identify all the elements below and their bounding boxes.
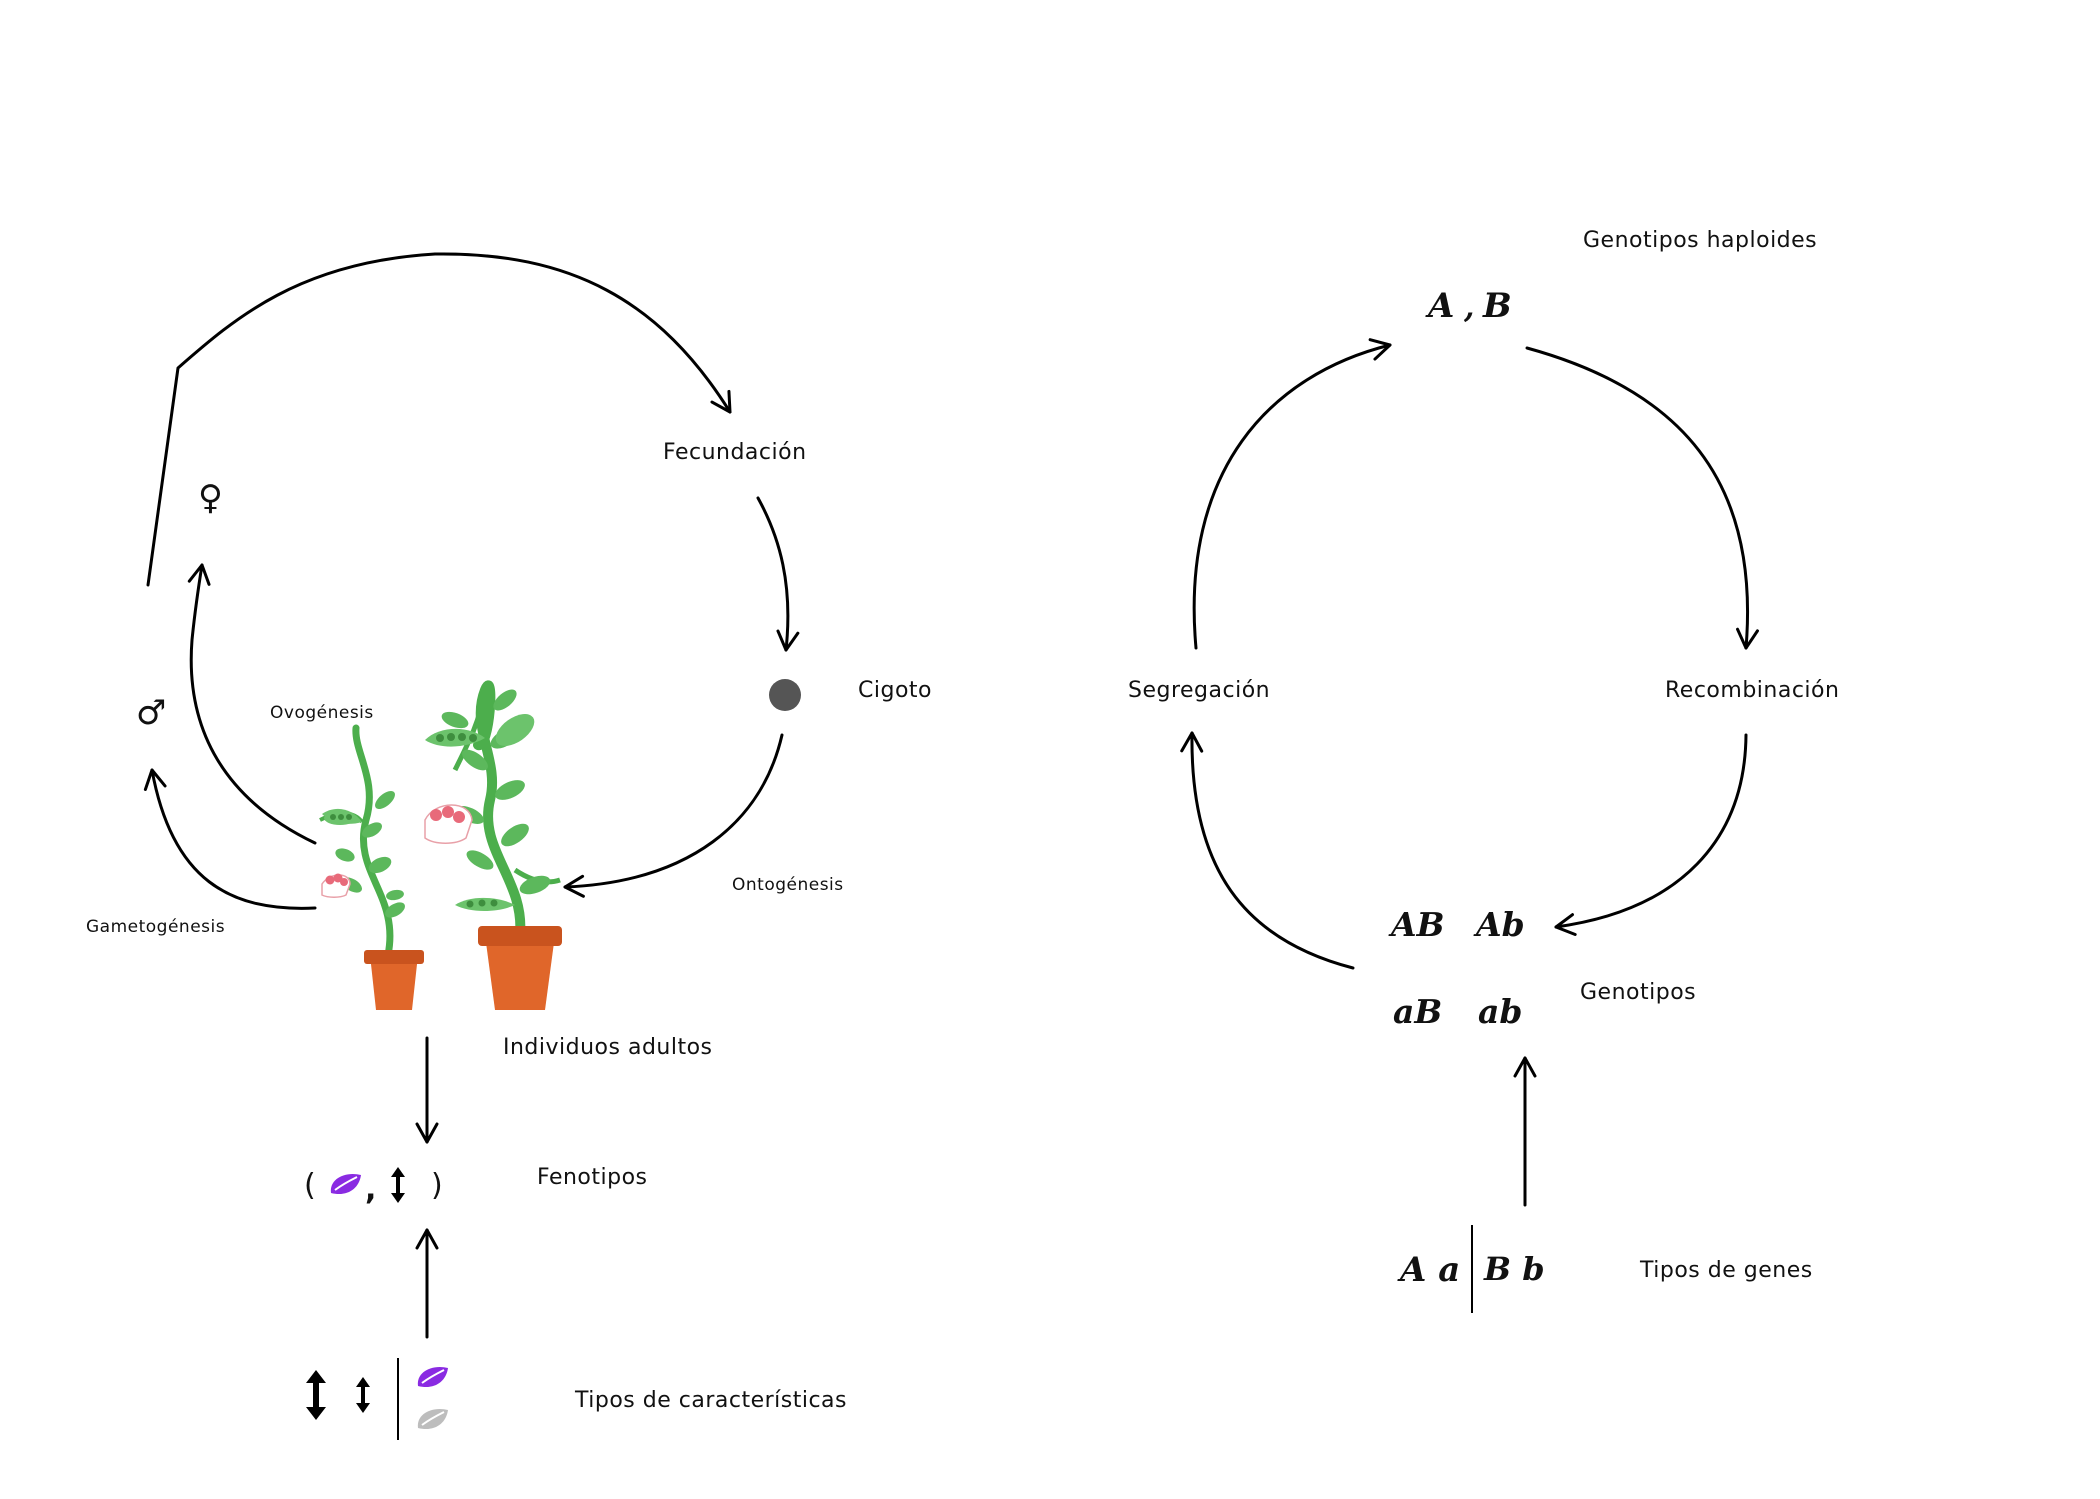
small-plant xyxy=(319,724,424,1010)
purple-seed-trait-icon xyxy=(416,1365,449,1389)
cigoto-label: Cigoto xyxy=(858,678,932,703)
tall-trait-icon xyxy=(306,1370,326,1420)
ontogenesis-label: Ontogénesis xyxy=(732,875,844,895)
arrow-recombinacion-to-genotypes xyxy=(1554,733,1748,936)
arrow-segregacion-to-haploid xyxy=(1192,338,1392,650)
arrow-fecundacion-to-cigoto xyxy=(756,496,800,652)
fenotipos-label: Fenotipos xyxy=(537,1165,648,1190)
arrow-ovogenesis xyxy=(187,563,317,845)
recombinacion-label: Recombinación xyxy=(1665,678,1840,703)
gametogenesis-label: Gametogénesis xyxy=(86,917,226,937)
grey-seed-trait-icon xyxy=(416,1407,449,1431)
haploid-B: B xyxy=(1483,286,1512,326)
tipos-genes-label: Tipos de genes xyxy=(1640,1258,1813,1283)
gene-types-B-b: B b xyxy=(1484,1250,1545,1288)
genotype-aB: aB xyxy=(1393,992,1443,1031)
fecundacion-label: Fecundación xyxy=(663,440,807,465)
short-trait-icon xyxy=(356,1377,370,1413)
genotype-AB: AB xyxy=(1391,905,1445,944)
female-symbol: ♀ xyxy=(198,478,223,518)
large-plant xyxy=(424,680,562,1010)
purple-seed-icon xyxy=(329,1172,362,1196)
arrow-cigoto-to-adults xyxy=(563,733,784,898)
phenotype-open-paren: ( xyxy=(304,1168,316,1203)
individuos-adultos-label: Individuos adultos xyxy=(503,1035,713,1060)
haploid-separator: , xyxy=(1464,290,1475,325)
tipos-caracteristicas-label: Tipos de características xyxy=(575,1388,848,1413)
male-symbol: ♂ xyxy=(136,693,167,733)
arrow-haploid-to-recombinacion xyxy=(1525,346,1759,650)
tall-arrow-icon xyxy=(391,1167,405,1203)
phenotype-comma: , xyxy=(365,1172,377,1207)
gene-types-A-a: A a xyxy=(1400,1250,1461,1290)
segregacion-label: Segregación xyxy=(1128,678,1271,703)
ovogenesis-label: Ovogénesis xyxy=(270,703,374,723)
genotipos-label: Genotipos xyxy=(1580,980,1697,1005)
genotipos-haploides-label: Genotipos haploides xyxy=(1583,228,1818,253)
zygote-dot xyxy=(769,679,801,711)
genotype-ab: ab xyxy=(1478,992,1523,1031)
haploid-A: A xyxy=(1428,286,1455,326)
genotype-Ab: Ab xyxy=(1476,905,1525,944)
arrow-gametogenesis xyxy=(143,768,317,910)
phenotype-close-paren: ) xyxy=(431,1168,443,1203)
arrow-genotypes-to-segregacion xyxy=(1180,731,1355,970)
arrow-gametes-to-fecundacion xyxy=(146,252,732,587)
